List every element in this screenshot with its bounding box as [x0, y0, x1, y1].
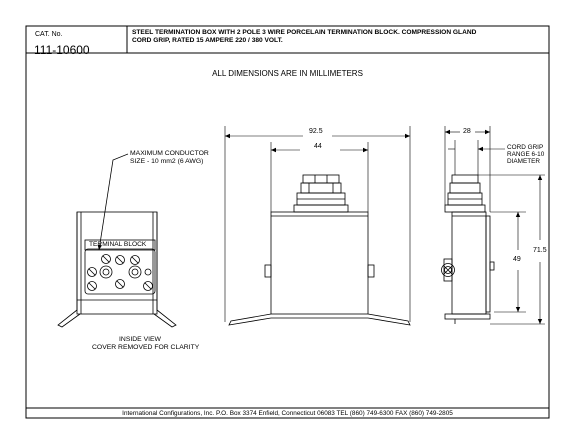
- max-conductor-note: MAXIMUM CONDUCTOR SIZE - 10 mm2 (6 AWG): [130, 150, 209, 166]
- max-conductor-line-2: SIZE - 10 mm2 (6 AWG): [130, 158, 204, 165]
- inside-view-line-1: INSIDE VIEW: [119, 336, 161, 343]
- dim-side-depth: 28: [463, 128, 471, 135]
- front-view-drawing: [228, 174, 411, 326]
- side-view-drawing: [441, 174, 495, 324]
- inside-view-line-2: COVER REMOVED FOR CLARITY: [92, 344, 200, 351]
- cord-grip-note: CORD GRIP RANGE 6-10 DIAMETER: [507, 144, 544, 165]
- footer-company-info: International Configurations, Inc. P.O. …: [122, 410, 453, 417]
- product-description: STEEL TERMINATION BOX WITH 2 POLE 3 WIRE…: [132, 29, 476, 45]
- product-description-line-2: CORD GRIP, RATED 15 AMPERE 220 / 380 VOL…: [132, 37, 283, 44]
- dim-overall-height: 71.5: [533, 247, 547, 254]
- side-dimension-lines: [444, 126, 545, 325]
- dim-overall-width: 92.5: [309, 128, 323, 135]
- cord-grip-line-2: RANGE 6-10: [507, 151, 545, 158]
- inside-view-drawing: [57, 211, 177, 328]
- product-description-line-1: STEEL TERMINATION BOX WITH 2 POLE 3 WIRE…: [132, 29, 477, 36]
- max-conductor-leader: [97, 153, 129, 251]
- inside-view-caption: INSIDE VIEW COVER REMOVED FOR CLARITY: [92, 336, 200, 352]
- catalog-number: 111-10600: [34, 43, 90, 57]
- cord-grip-line-3: DIAMETER: [507, 158, 541, 165]
- dim-gland-width: 44: [314, 143, 322, 150]
- catalog-number-label: CAT. No.: [35, 31, 63, 38]
- units-note: ALL DIMENSIONS ARE IN MILLIMETERS: [212, 69, 363, 78]
- max-conductor-line-1: MAXIMUM CONDUCTOR: [130, 150, 209, 157]
- terminal-screws: [87, 254, 153, 291]
- terminal-block-label: TERMINAL BLOCK: [89, 241, 147, 248]
- sheet-border: [25, 25, 550, 419]
- cord-grip-line-1: CORD GRIP: [507, 144, 544, 151]
- dim-body-height: 49: [513, 256, 521, 263]
- front-dimension-lines: [224, 126, 411, 322]
